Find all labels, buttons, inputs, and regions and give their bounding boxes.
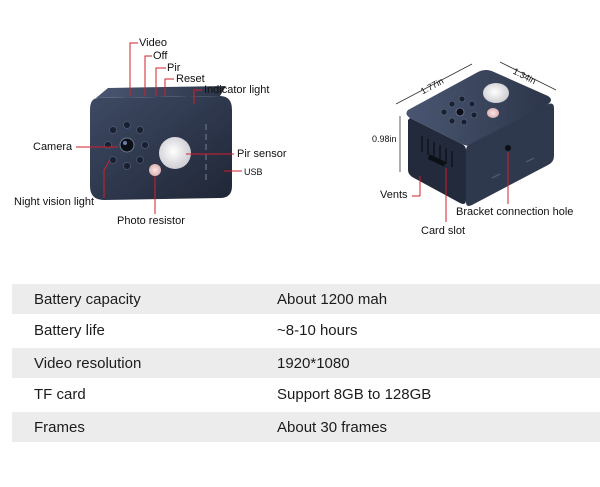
camera-illustration bbox=[76, 42, 557, 222]
table-row: Frames About 30 frames bbox=[12, 412, 600, 442]
spec-label: TF card bbox=[34, 385, 86, 403]
table-row: Video resolution 1920*1080 bbox=[12, 348, 600, 378]
spec-value: About 1200 mah bbox=[277, 290, 388, 308]
spec-label: Battery life bbox=[34, 321, 105, 339]
label-pir-sensor: Pir sensor bbox=[237, 148, 287, 160]
spec-label: Battery capacity bbox=[34, 290, 141, 308]
label-reset: Reset bbox=[176, 73, 205, 85]
label-height-dimension: 0.98in bbox=[372, 134, 397, 144]
label-night-vision-light: Night vision light bbox=[14, 196, 95, 208]
label-bracket-hole: Bracket connection hole bbox=[456, 206, 574, 218]
bracket-hole-icon bbox=[505, 145, 511, 151]
label-usb: USB bbox=[244, 167, 263, 177]
photo-resistor-icon bbox=[149, 164, 161, 176]
spec-value: Support 8GB to 128GB bbox=[277, 385, 432, 403]
spec-value: ~8-10 hours bbox=[277, 321, 358, 339]
side-camera-body bbox=[406, 70, 554, 206]
label-photo-resistor: Photo resistor bbox=[117, 215, 185, 227]
camera-lens-icon bbox=[119, 137, 135, 153]
table-row: TF card Support 8GB to 128GB bbox=[12, 379, 600, 409]
label-pir: Pir bbox=[167, 62, 181, 74]
dimension-lines bbox=[395, 61, 557, 172]
side-callout-lines bbox=[412, 152, 509, 222]
table-row: Battery life ~8-10 hours bbox=[12, 315, 600, 345]
front-camera-body bbox=[90, 86, 232, 200]
label-off: Off bbox=[153, 50, 168, 62]
spec-label: Video resolution bbox=[34, 354, 142, 372]
pir-sensor-icon bbox=[159, 137, 191, 169]
spec-value: About 30 frames bbox=[277, 418, 388, 436]
spec-value: 1920*1080 bbox=[277, 354, 350, 372]
table-row: Battery capacity About 1200 mah bbox=[12, 284, 600, 314]
label-camera: Camera bbox=[33, 141, 73, 153]
front-callout-lines bbox=[76, 42, 242, 214]
product-diagram: Video Off Pir Reset Indicator light Came… bbox=[14, 37, 574, 237]
label-video: Video bbox=[139, 37, 167, 49]
label-vents: Vents bbox=[380, 189, 408, 201]
label-card-slot: Card slot bbox=[421, 225, 466, 237]
label-indicator-light: Indicator light bbox=[204, 84, 270, 96]
spec-label: Frames bbox=[34, 418, 85, 436]
card-slot-icon bbox=[427, 154, 447, 167]
